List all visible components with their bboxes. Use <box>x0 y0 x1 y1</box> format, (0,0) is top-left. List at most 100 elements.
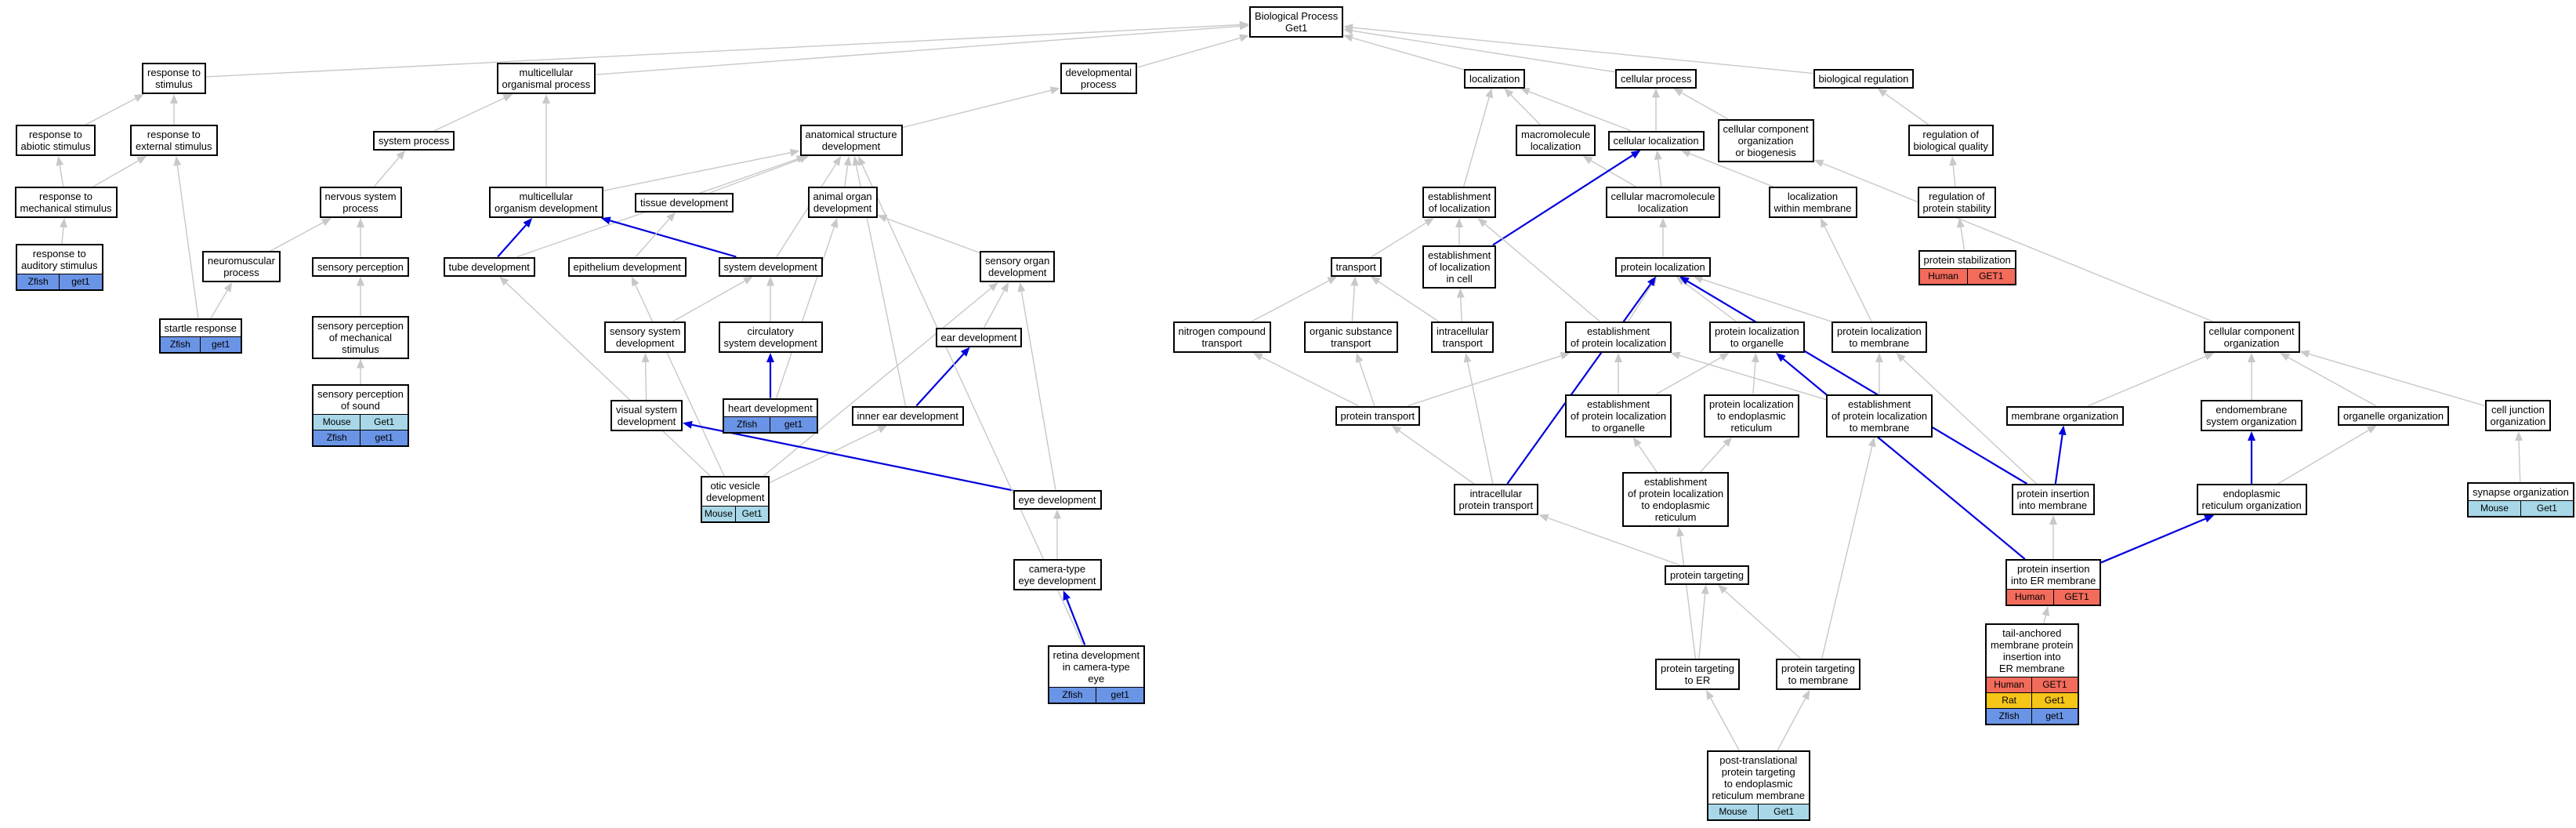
go-term-label: protein insertion into membrane <box>2016 488 2090 511</box>
go-term-intracell-prot-transport[interactable]: intracellular protein transport <box>1453 484 1539 515</box>
go-term-label: protein localization to organelle <box>1715 325 1799 349</box>
go-term-est-prot-loc[interactable]: establishment of protein localization <box>1565 321 1672 353</box>
go-term-tissue-dev[interactable]: tissue development <box>635 192 734 212</box>
go-term-label: startle response <box>164 321 237 334</box>
gene-cell: GET1 <box>2052 590 2100 605</box>
go-term-prot-loc[interactable]: protein localization <box>1615 256 1711 277</box>
go-term-est-loc-cell[interactable]: establishment of localization in cell <box>1422 245 1497 289</box>
go-term-loc-membrane[interactable]: localization within membrane <box>1768 187 1857 218</box>
go-term-cell-loc[interactable]: cellular localization <box>1607 130 1705 151</box>
go-term-ccob[interactable]: cellular component organization or bioge… <box>1717 118 1814 162</box>
go-term-endomem-org[interactable]: endomembrane system organization <box>2201 400 2302 431</box>
go-term-organelle-org[interactable]: organelle organization <box>2338 405 2449 426</box>
edge-arrowhead <box>852 156 860 166</box>
gene-cell: Get1 <box>1758 804 1809 819</box>
go-term-resp-abiotic[interactable]: response to abiotic stimulus <box>15 125 96 156</box>
go-term-nitro-transport[interactable]: nitrogen compound transport <box>1172 321 1271 353</box>
go-term-label: cellular macromolecule localization <box>1610 191 1716 214</box>
go-term-resp-mech[interactable]: response to mechanical stimulus <box>14 187 118 218</box>
go-term-tail-anchored[interactable]: tail-anchored membrane protein insertion… <box>1985 623 2079 725</box>
go-term-epith-dev[interactable]: epithelium development <box>567 256 687 277</box>
go-term-ear-dev[interactable]: ear development <box>935 327 1023 347</box>
go-term-dev-proc[interactable]: developmental process <box>1060 63 1138 94</box>
go-term-org-sub-transport[interactable]: organic substance transport <box>1304 321 1398 353</box>
go-term-er-org[interactable]: endoplasmic reticulum organization <box>2196 484 2307 515</box>
go-term-localization[interactable]: localization <box>1464 68 1526 89</box>
go-term-eye-dev[interactable]: eye development <box>1013 489 1102 510</box>
edge-intracell_prot_transport-to-prot_loc <box>1506 283 1651 485</box>
go-term-prot-targeting[interactable]: protein targeting <box>1665 565 1749 585</box>
go-term-resp-ext[interactable]: response to external stimulus <box>130 125 218 156</box>
go-term-camera-eye[interactable]: camera-type eye development <box>1013 559 1102 590</box>
go-term-transport[interactable]: transport <box>1330 256 1382 277</box>
go-term-label: cellular localization <box>1613 134 1699 147</box>
edge-arrowhead <box>1679 276 1690 285</box>
go-term-est-loc[interactable]: establishment of localization <box>1422 187 1497 218</box>
go-term-prot-target-mem[interactable]: protein targeting to membrane <box>1776 659 1860 690</box>
go-term-nerv-sys[interactable]: nervous system process <box>319 187 402 218</box>
go-term-bp[interactable]: Biological Process Get1 <box>1249 6 1344 38</box>
go-term-cell-proc[interactable]: cellular process <box>1615 68 1697 89</box>
edge-arrowhead <box>988 282 998 292</box>
edge-arrowhead <box>2280 353 2291 361</box>
go-term-multi-org-dev[interactable]: multicellular organism development <box>489 187 603 218</box>
go-term-sens-organ[interactable]: sensory organ development <box>980 251 1056 282</box>
go-term-cc-org[interactable]: cellular component organization <box>2203 321 2300 353</box>
go-term-label: protein localization <box>1621 260 1705 273</box>
go-term-cell-macro-loc[interactable]: cellular macromolecule localization <box>1605 187 1721 218</box>
go-term-est-prot-loc-mem[interactable]: establishment of protein localization to… <box>1826 394 1933 438</box>
go-term-sys-proc[interactable]: system process <box>373 130 455 151</box>
go-term-resp-stim[interactable]: response to stimulus <box>142 63 206 94</box>
go-term-visual-sys[interactable]: visual system development <box>610 400 683 431</box>
go-term-cell-junc-org[interactable]: cell junction organization <box>2484 400 2552 431</box>
go-term-prot-loc-er[interactable]: protein localization to endoplasmic reti… <box>1704 394 1799 438</box>
go-term-macro-loc[interactable]: macromolecule localization <box>1516 125 1596 156</box>
go-term-post-trans[interactable]: post-translational protein targeting to … <box>1706 750 1810 821</box>
go-term-sens-perc[interactable]: sensory perception <box>312 256 409 277</box>
go-term-bio-reg[interactable]: biological regulation <box>1813 68 1915 89</box>
go-term-est-prot-loc-er[interactable]: establishment of protein localization to… <box>1622 472 1730 527</box>
go-term-anat-dev[interactable]: anatomical structure development <box>799 125 903 156</box>
go-term-multi-org[interactable]: multicellular organismal process <box>496 63 596 94</box>
go-term-reg-prot-stab[interactable]: regulation of protein stability <box>1917 187 1997 218</box>
edge-arrowhead <box>1632 437 1642 448</box>
edge-arrowhead <box>1751 353 1759 363</box>
go-term-prot-target-er[interactable]: protein targeting to ER <box>1655 659 1740 690</box>
go-term-est-prot-loc-org[interactable]: establishment of protein localization to… <box>1565 394 1672 438</box>
go-term-prot-loc-organelle[interactable]: protein localization to organelle <box>1709 321 1805 353</box>
go-term-prot-transport[interactable]: protein transport <box>1335 405 1421 426</box>
go-term-tube-dev[interactable]: tube development <box>443 256 535 277</box>
go-term-inner-ear[interactable]: inner ear development <box>851 405 964 426</box>
edge-arrowhead <box>1654 150 1662 160</box>
gene-cell: get1 <box>2031 709 2078 724</box>
go-term-reg-bio-q[interactable]: regulation of biological quality <box>1908 125 1994 156</box>
go-term-sens-perc-mech[interactable]: sensory perception of mechanical stimulu… <box>312 315 409 359</box>
edge-startle-to-resp_ext <box>176 165 199 318</box>
go-term-label: retina development in camera-type eye <box>1053 648 1140 685</box>
go-term-prot-insert-mem[interactable]: protein insertion into membrane <box>2011 484 2095 515</box>
go-term-label: response to abiotic stimulus <box>20 129 91 152</box>
edge-arrowhead <box>1676 527 1684 537</box>
go-term-neuromusc[interactable]: neuromuscular process <box>202 251 281 282</box>
go-term-prot-loc-membrane[interactable]: protein localization to membrane <box>1831 321 1927 353</box>
go-term-circ-sys-dev[interactable]: circulatory system development <box>718 321 823 353</box>
edge-cc_org-to-ccob <box>1822 162 2213 322</box>
go-term-animal-organ[interactable]: animal organ development <box>807 187 878 218</box>
edge-arrowhead <box>2366 425 2377 434</box>
edge-arrowhead <box>1355 353 1364 363</box>
edge-org_sub_transport-to-transport <box>1351 285 1356 322</box>
go-term-membrane-org[interactable]: membrane organization <box>2005 405 2125 426</box>
go-term-sys-dev[interactable]: system development <box>718 256 823 277</box>
go-term-intracell-transport[interactable]: intracellular transport <box>1431 321 1495 353</box>
edge-arrowhead <box>1659 218 1667 227</box>
go-term-sens-sys-dev[interactable]: sensory system development <box>604 321 687 353</box>
